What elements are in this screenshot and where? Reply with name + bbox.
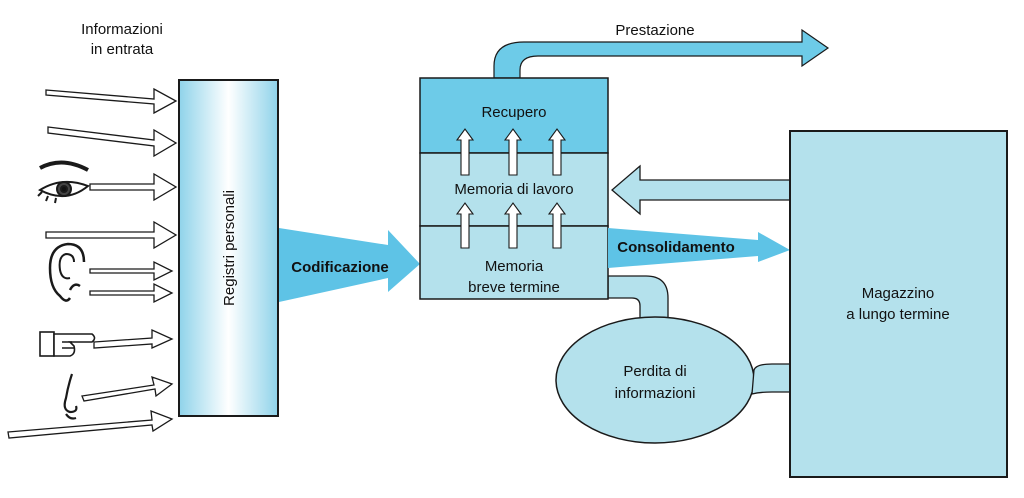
retrieval-label: Recupero xyxy=(481,104,546,121)
up-arrow xyxy=(455,202,475,249)
nose-icon xyxy=(63,373,78,420)
long-term-loss-connector xyxy=(751,363,791,395)
consolidation-arrow xyxy=(608,228,790,268)
up-arrow xyxy=(455,128,475,176)
input-arrow xyxy=(89,260,174,282)
loss-label-line-2: informazioni xyxy=(615,385,696,402)
loss-ellipse xyxy=(555,316,755,444)
long-term-label-line-1: Magazzino xyxy=(862,285,935,302)
loss-label-line-1: Perdita di xyxy=(623,363,686,380)
input-arrow xyxy=(47,126,178,158)
up-arrow xyxy=(547,202,567,249)
performance-label: Prestazione xyxy=(615,22,694,39)
up-arrow xyxy=(547,128,567,176)
input-title-line-1: Informazioni xyxy=(81,21,163,38)
ear-icon xyxy=(48,242,86,302)
input-arrow xyxy=(89,282,174,304)
registers-box xyxy=(178,79,279,417)
encoding-arrow xyxy=(279,228,420,302)
consolidation-label: Consolidamento xyxy=(617,239,735,256)
input-title-line-2: in entrata xyxy=(91,41,154,58)
upward-arrows xyxy=(455,128,567,249)
input-arrow xyxy=(7,410,174,439)
long-term-store-box xyxy=(789,130,1008,478)
long-term-label-line-2: a lungo termine xyxy=(846,306,949,323)
retrieval-return-arrow xyxy=(611,164,791,216)
encoding-label: Codificazione xyxy=(291,259,389,276)
input-arrow xyxy=(93,328,174,350)
up-arrow xyxy=(503,202,523,249)
loss-connector xyxy=(607,275,669,319)
input-arrow xyxy=(45,87,178,115)
input-arrow xyxy=(45,220,178,250)
pointing-hand-icon xyxy=(39,331,96,357)
registers-label: Registri personali xyxy=(221,190,238,306)
input-arrows xyxy=(7,87,178,439)
performance-arrow xyxy=(493,28,830,79)
input-arrow xyxy=(89,172,178,202)
short-term-label-line-2: breve termine xyxy=(468,279,560,296)
working-memory-label: Memoria di lavoro xyxy=(454,181,573,198)
input-arrow xyxy=(81,375,174,402)
eye-icon xyxy=(37,160,90,204)
short-term-label-line-1: Memoria xyxy=(485,258,544,275)
up-arrow xyxy=(503,128,523,176)
